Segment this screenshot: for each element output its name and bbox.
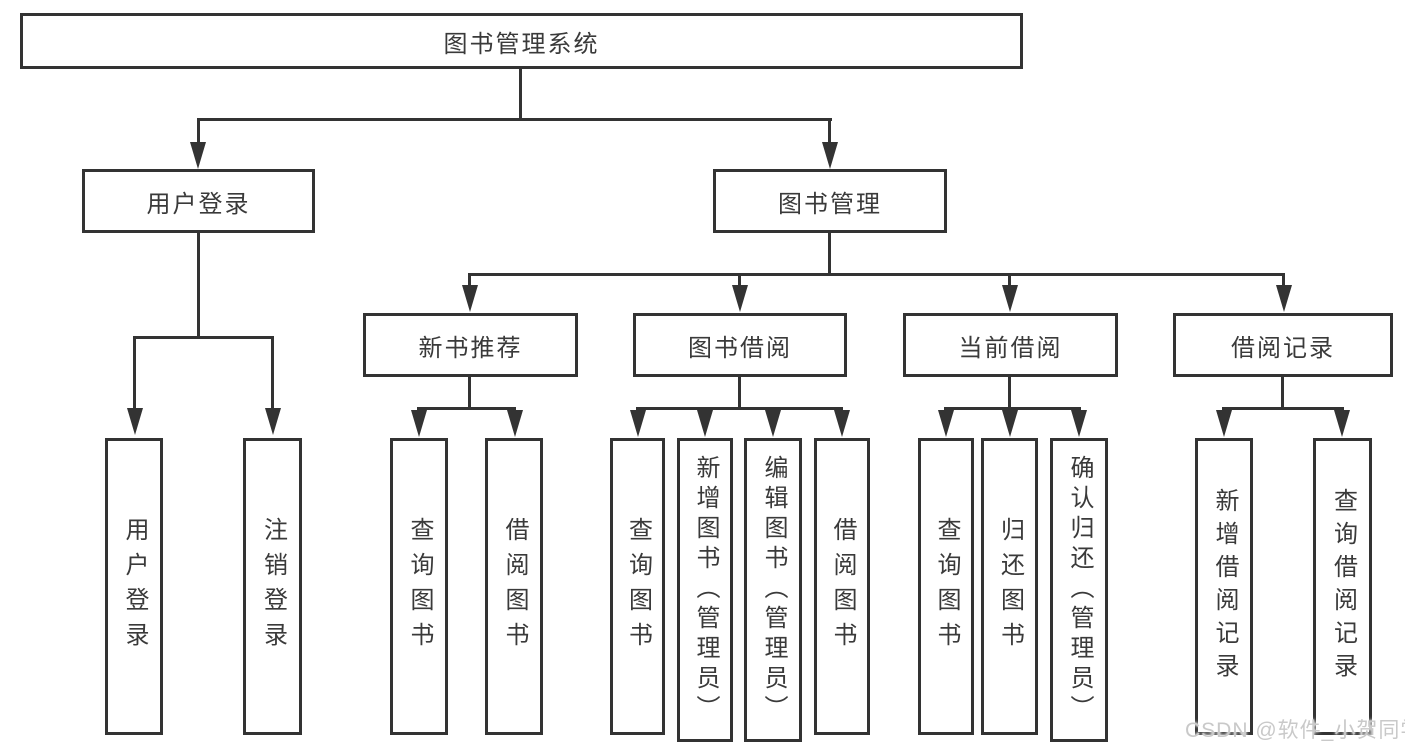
connector-recommend-cross	[417, 407, 516, 410]
leaf-user-login: 用户登录	[105, 438, 163, 735]
connector-mgmt-drop-2	[738, 273, 741, 287]
arrow-current-leaf-2	[1002, 410, 1018, 437]
connector-recommend-stem	[468, 377, 471, 407]
arrow-to-user-login	[190, 142, 206, 169]
node-root: 图书管理系统	[20, 13, 1023, 69]
connector-borrowing-stem	[738, 377, 741, 407]
connector-login-stem	[197, 233, 200, 336]
connector-records-cross	[1222, 407, 1344, 410]
connector-mgmt-drop-3	[1008, 273, 1011, 287]
connector-root-drop-left	[197, 118, 200, 144]
node-book-management: 图书管理	[713, 169, 947, 233]
arrow-to-new-books	[462, 285, 478, 312]
arrow-to-borrow-records	[1276, 285, 1292, 312]
arrow-to-book-borrow	[732, 285, 748, 312]
connector-mgmt-drop-1	[468, 273, 471, 287]
arrow-to-book-mgmt	[822, 142, 838, 169]
arrow-to-leaf-login	[127, 408, 143, 435]
arrow-records-leaf-1	[1216, 410, 1232, 437]
connector-root-drop-right	[828, 118, 831, 144]
connector-records-stem	[1281, 377, 1284, 407]
leaf-query-books-borrowing: 查询图书	[610, 438, 665, 735]
connector-login-drop-1	[133, 336, 136, 410]
node-new-book-recommend: 新书推荐	[363, 313, 578, 377]
connector-login-drop-2	[271, 336, 274, 410]
arrow-to-current-borrow	[1002, 285, 1018, 312]
arrow-borrowing-leaf-2	[697, 410, 713, 437]
leaf-logout: 注销登录	[243, 438, 302, 735]
leaf-query-books-recommend: 查询图书	[390, 438, 448, 735]
leaf-return-books: 归还图书	[981, 438, 1038, 735]
connector-mgmt-cross	[468, 273, 1285, 276]
arrow-borrowing-leaf-4	[834, 410, 850, 437]
connector-root-cross	[197, 118, 832, 121]
leaf-confirm-return-admin: 确认归还（管理员）	[1050, 438, 1108, 742]
connector-current-cross	[944, 407, 1081, 410]
connector-root-stem	[519, 69, 522, 118]
node-book-borrowing: 图书借阅	[633, 313, 847, 377]
leaf-add-books-admin: 新增图书（管理员）	[677, 438, 733, 742]
connector-borrowing-cross	[636, 407, 843, 410]
arrow-borrowing-leaf-1	[630, 410, 646, 437]
node-borrow-records: 借阅记录	[1173, 313, 1393, 377]
leaf-edit-books-admin: 编辑图书（管理员）	[744, 438, 802, 742]
connector-current-stem	[1008, 377, 1011, 407]
csdn-watermark: CSDN @软件_小贺同学	[1185, 719, 1405, 742]
arrow-current-leaf-1	[938, 410, 954, 437]
leaf-add-borrow-record: 新增借阅记录	[1195, 438, 1253, 735]
arrow-to-leaf-logout	[265, 408, 281, 435]
connector-login-cross	[133, 336, 274, 339]
leaf-query-borrow-record: 查询借阅记录	[1313, 438, 1372, 735]
arrow-borrowing-leaf-3	[765, 410, 781, 437]
leaf-borrow-books-borrowing: 借阅图书	[814, 438, 870, 735]
leaf-borrow-books-recommend: 借阅图书	[485, 438, 543, 735]
node-current-borrowing: 当前借阅	[903, 313, 1118, 377]
arrow-recommend-leaf-1	[411, 410, 427, 437]
connector-mgmt-stem	[828, 233, 831, 273]
arrow-recommend-leaf-2	[507, 410, 523, 437]
arrow-records-leaf-2	[1334, 410, 1350, 437]
leaf-query-books-current: 查询图书	[918, 438, 974, 735]
arrow-current-leaf-3	[1071, 410, 1087, 437]
node-user-login: 用户登录	[82, 169, 315, 233]
connector-mgmt-drop-4	[1282, 273, 1285, 287]
